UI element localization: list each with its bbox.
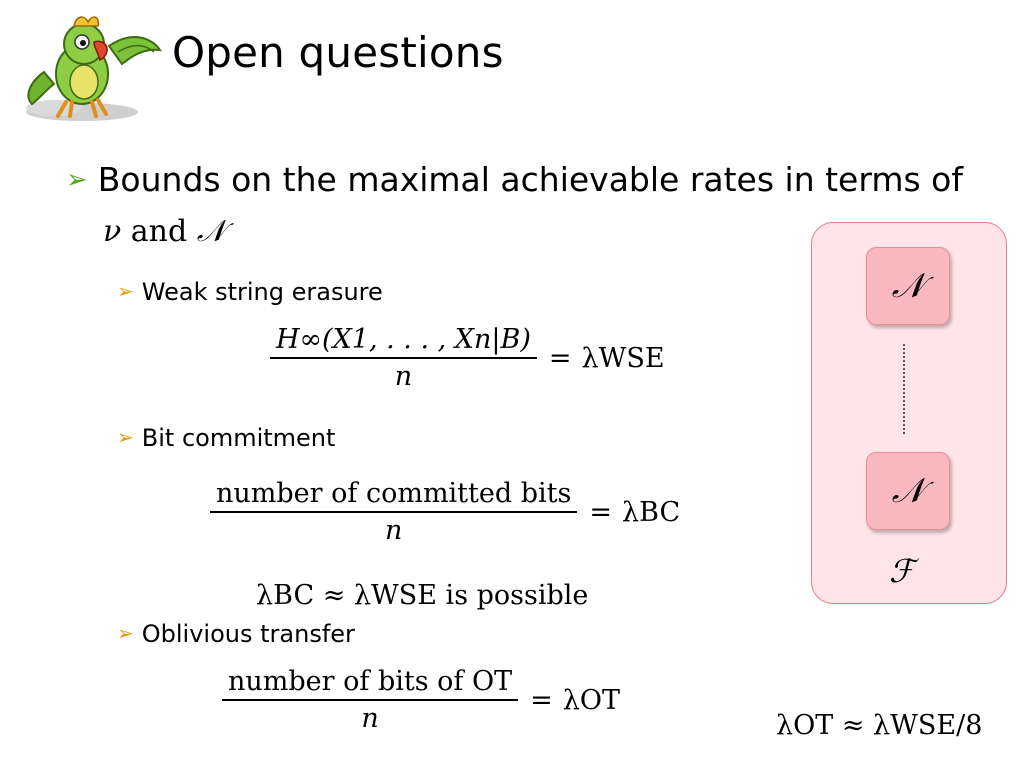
- arrowhead-right-icon: ➢: [117, 621, 134, 645]
- equals-sign: =: [589, 496, 612, 528]
- equation-wse: H∞(X1, . . . , Xn|B) n = λWSE: [270, 324, 665, 392]
- math-and: and: [130, 214, 188, 249]
- arrowhead-right-icon: ➢: [117, 279, 134, 303]
- slide-title: Open questions: [172, 28, 504, 77]
- note-bc: λBC ≈ λWSE is possible: [256, 580, 589, 611]
- subbullet-bc: ➢ Bit commitment: [117, 424, 335, 452]
- equals-sign: =: [530, 684, 553, 716]
- arrowhead-right-icon: ➢: [117, 425, 134, 449]
- equals-sign: =: [548, 342, 572, 374]
- fraction-ot: number of bits of OT n: [222, 666, 519, 734]
- math-N: 𝒩: [196, 214, 226, 249]
- equation-rhs: λOT: [562, 684, 621, 716]
- subbullet-ot-label: Oblivious transfer: [141, 620, 355, 648]
- fraction-denominator: n: [384, 515, 403, 546]
- channel-box-bottom: 𝒩: [866, 452, 950, 530]
- fraction-denominator: n: [361, 703, 379, 734]
- note-ot: λOT ≈ λWSE/8: [776, 710, 983, 741]
- subbullet-ot: ➢ Oblivious transfer: [117, 620, 355, 648]
- fraction-numerator: number of bits of OT: [222, 666, 519, 701]
- subbullet-bc-label: Bit commitment: [141, 424, 336, 452]
- fraction-wse: H∞(X1, . . . , Xn|B) n: [270, 324, 537, 392]
- dotted-connector: [903, 344, 905, 434]
- bullet-main: ➢ Bounds on the maximal achievable rates …: [66, 160, 963, 199]
- bullet-main-text: Bounds on the maximal achievable rates i…: [97, 160, 963, 199]
- fraction-denominator: n: [394, 361, 413, 392]
- fraction-numerator: H∞(X1, . . . , Xn|B): [270, 324, 537, 359]
- fraction-bc: number of committed bits n: [210, 478, 578, 546]
- parrot-icon: [26, 16, 163, 121]
- subbullet-wse-label: Weak string erasure: [141, 278, 383, 306]
- fraction-numerator: number of committed bits: [210, 478, 578, 513]
- arrowhead-right-icon: ➢: [66, 165, 88, 195]
- math-nu: ν: [103, 214, 122, 249]
- subbullet-wse: ➢ Weak string erasure: [117, 278, 383, 306]
- equation-rhs: λBC: [621, 496, 681, 528]
- channel-box-top: 𝒩: [866, 247, 950, 325]
- equation-bc: number of committed bits n = λBC: [210, 478, 680, 546]
- equation-ot: number of bits of OT n = λOT: [222, 666, 620, 734]
- bullet-main-math: ν and 𝒩: [103, 214, 226, 249]
- diagram-caption: ℱ: [889, 552, 915, 590]
- equation-rhs: λWSE: [581, 342, 665, 374]
